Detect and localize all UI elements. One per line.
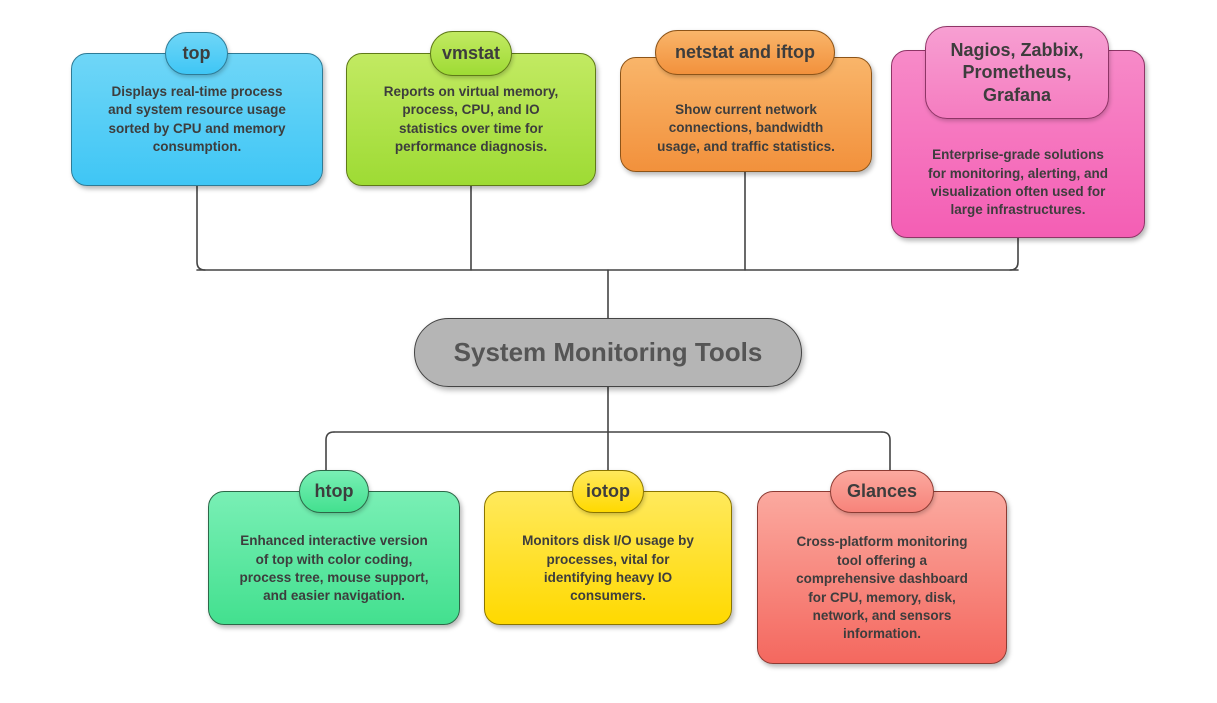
node-top-description: Displays real-time process and system re… [108, 83, 286, 154]
center-node[interactable]: System Monitoring Tools [414, 318, 802, 387]
node-vmstat-title: vmstat [441, 43, 501, 64]
edge-enterprise-stem [1009, 237, 1019, 271]
node-glances[interactable]: Cross-platform monitoring tool offering … [757, 491, 1007, 664]
node-iotop-description: Monitors disk I/O usage by processes, vi… [522, 533, 694, 604]
node-top[interactable]: Displays real-time process and system re… [71, 53, 323, 186]
node-vmstat-label-pill[interactable]: vmstat [430, 31, 512, 76]
node-top-label-pill[interactable]: top [165, 32, 228, 75]
node-htop-title: htop [314, 481, 354, 502]
node-netstat-iftop[interactable]: Show current network connections, bandwi… [620, 57, 872, 172]
node-htop-description: Enhanced interactive version of top with… [239, 533, 429, 604]
edge-top-stem [196, 185, 206, 271]
edge-glances-stem [881, 431, 891, 471]
node-enterprise-suites-label-pill[interactable]: Nagios, Zabbix, Prometheus, Grafana [925, 26, 1109, 119]
node-glances-label-pill[interactable]: Glances [830, 470, 934, 513]
center-node-label: System Monitoring Tools [453, 337, 763, 367]
node-top-title: top [182, 43, 211, 64]
node-glances-description: Cross-platform monitoring tool offering … [796, 534, 968, 642]
node-htop-label-pill[interactable]: htop [299, 470, 369, 513]
node-glances-title: Glances [846, 481, 918, 502]
node-iotop-label-pill[interactable]: iotop [572, 470, 644, 513]
edge-htop-stem [325, 431, 335, 471]
node-enterprise-suites-title: Nagios, Zabbix, Prometheus, Grafana [950, 39, 1084, 105]
node-vmstat-description: Reports on virtual memory, process, CPU,… [383, 83, 559, 154]
node-iotop-title: iotop [586, 481, 630, 502]
node-netstat-iftop-label-pill[interactable]: netstat and iftop [655, 30, 835, 75]
node-htop[interactable]: Enhanced interactive version of top with… [208, 491, 460, 625]
node-enterprise-suites-description: Enterprise-grade solutions for monitorin… [928, 147, 1108, 218]
node-netstat-iftop-title: netstat and iftop [675, 42, 815, 63]
node-netstat-iftop-description: Show current network connections, bandwi… [657, 101, 835, 154]
